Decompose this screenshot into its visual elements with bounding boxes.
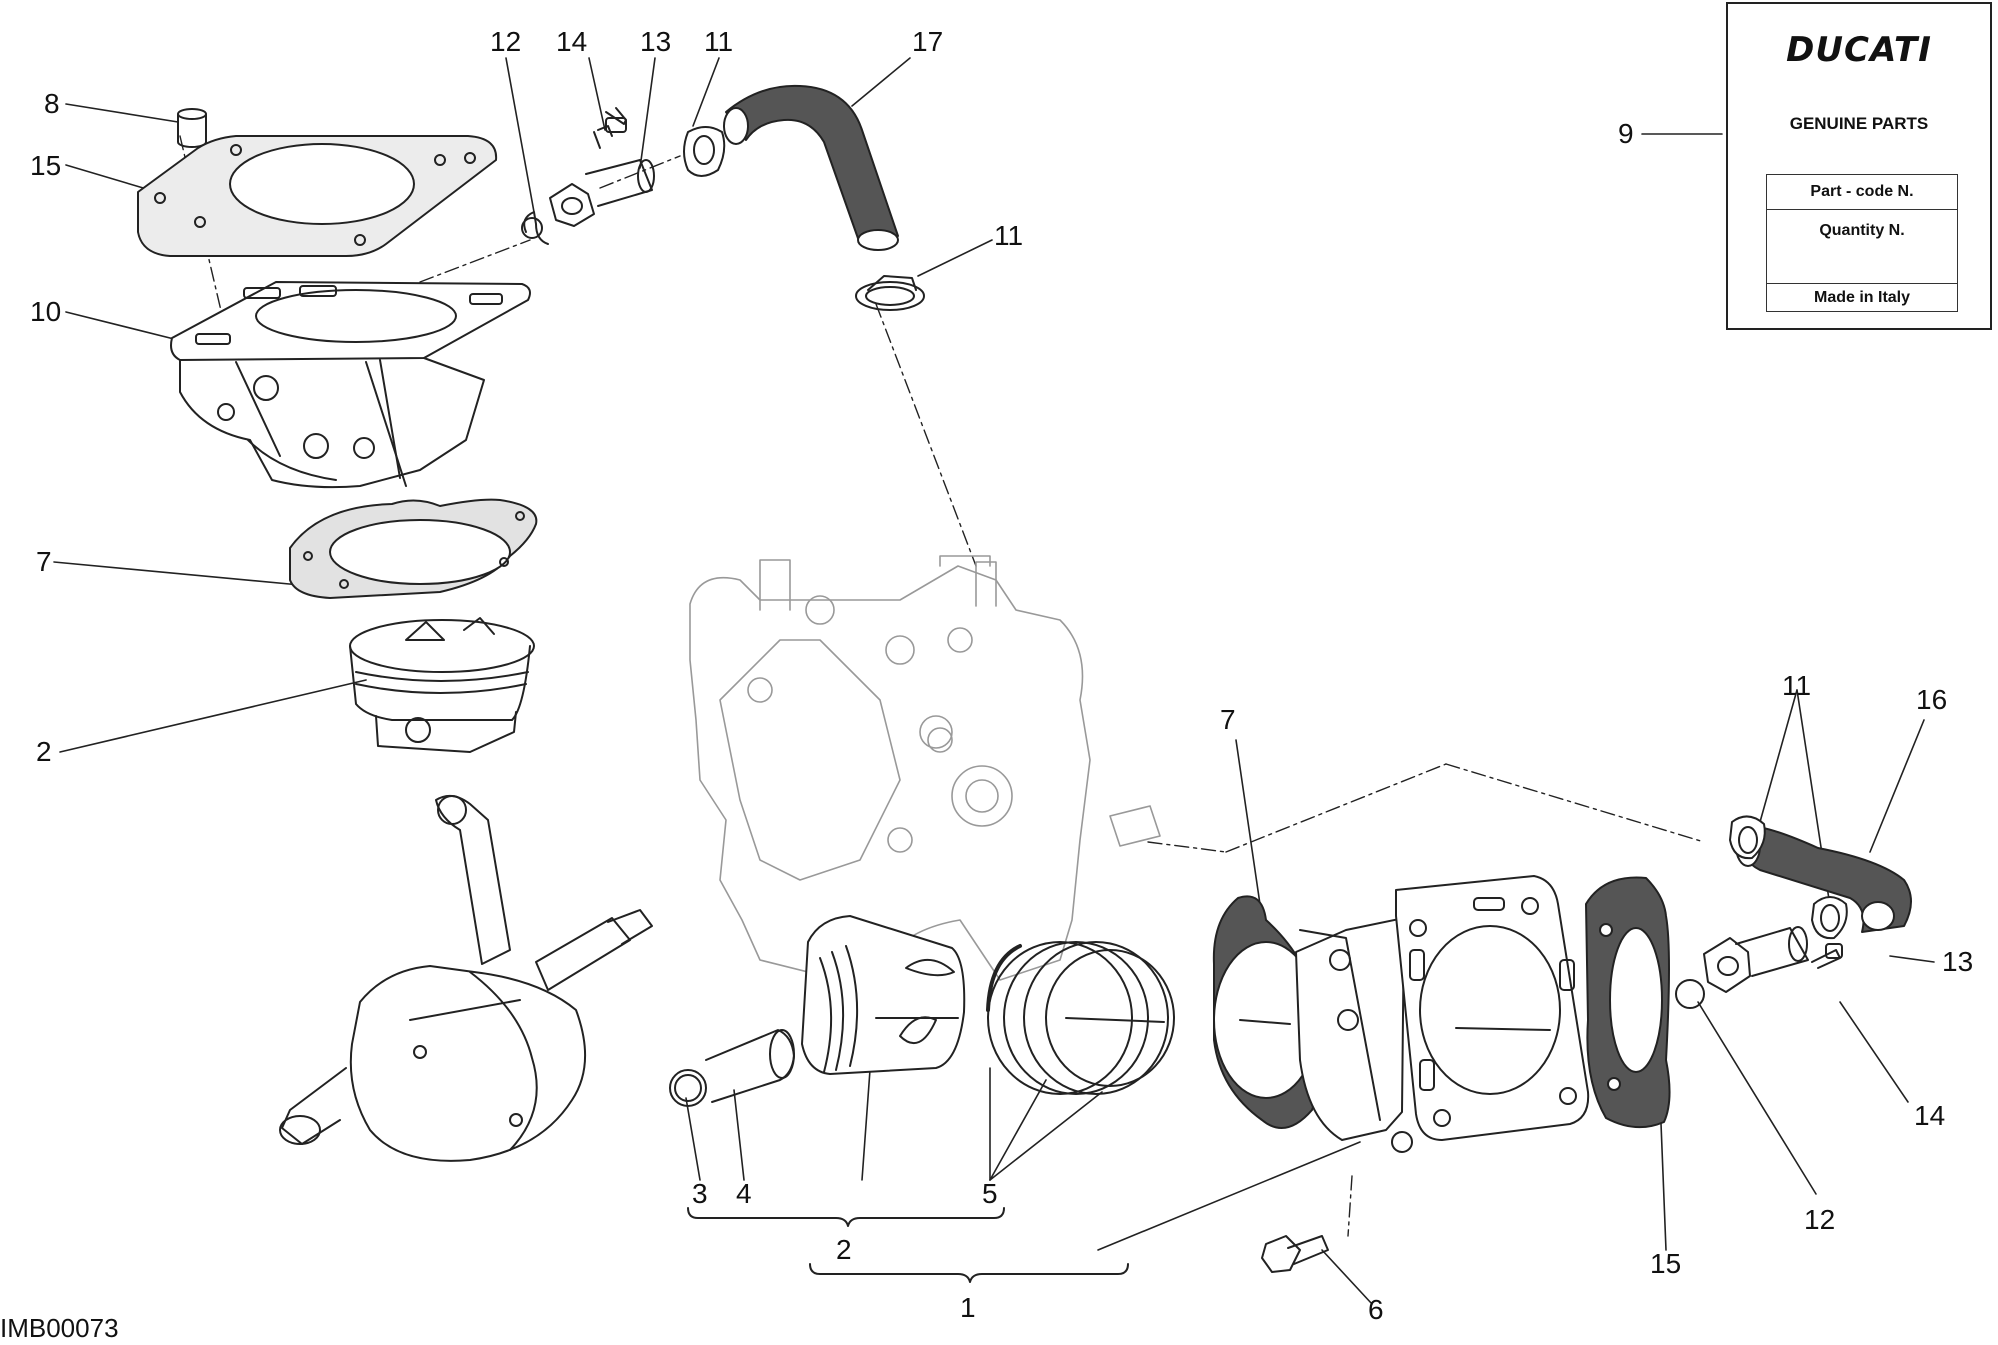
label-row-part-code: Part - code N. — [1767, 175, 1957, 210]
callout-7: 7 — [1220, 704, 1236, 735]
crankcase — [689, 555, 1161, 981]
label-table: Part - code N. Quantity N. Made in Italy — [1766, 174, 1958, 312]
head-gasket-top — [137, 135, 498, 257]
callout-5: 5 — [982, 1178, 998, 1209]
callout-17: 17 — [912, 26, 944, 57]
callout-15: 15 — [30, 150, 62, 181]
callout-13: 13 — [1942, 946, 1974, 977]
genuine-parts-label: DUCATI GENUINE PARTS Part - code N. Quan… — [1726, 2, 1992, 330]
callout-11: 11 — [1782, 670, 1812, 701]
label-title: GENUINE PARTS — [1789, 114, 1929, 133]
callout-6: 6 — [1368, 1294, 1384, 1325]
callout-2: 2 — [836, 1234, 852, 1265]
callout-12: 12 — [490, 26, 522, 57]
label-row-origin: Made in Italy — [1813, 289, 1911, 306]
dowel-sleeve — [177, 108, 207, 148]
cylinder-bottom — [1295, 875, 1590, 1153]
callout-1: 1 — [960, 1292, 976, 1323]
piston-top — [349, 617, 535, 753]
cylinder-bolt — [1261, 1235, 1329, 1273]
label-row-quantity: Quantity N. — [1767, 209, 1957, 284]
base-gasket-top — [289, 498, 538, 599]
crankshaft — [279, 794, 653, 1162]
piston-pin-set — [669, 915, 966, 1107]
head-gasket-bottom — [1585, 876, 1671, 1129]
callout-10: 10 — [30, 296, 62, 327]
group-brackets — [687, 1207, 1129, 1283]
cylinder-top — [170, 281, 531, 489]
water-hose-top — [723, 84, 899, 251]
hose-clamps-bottom — [1729, 815, 1848, 940]
brand-logo: DUCATI — [1786, 30, 1932, 70]
callout-11: 11 — [704, 26, 734, 57]
water-fitting-bottom — [1675, 926, 1843, 1009]
callout-16: 16 — [1916, 684, 1948, 715]
callout-2: 2 — [36, 736, 52, 767]
leader-lines — [53, 57, 1935, 1305]
base-gasket-bottom — [1212, 895, 1324, 1129]
callout-11: 11 — [994, 220, 1024, 251]
piston-rings — [986, 941, 1175, 1095]
callout-4: 4 — [736, 1178, 752, 1209]
callout-14: 14 — [1914, 1100, 1946, 1131]
assembly-axes — [179, 135, 1705, 1237]
hose-clamp-top — [855, 275, 925, 311]
callout-14: 14 — [556, 26, 588, 57]
drawing-reference-code: IMB00073 — [0, 1313, 119, 1343]
callout-3: 3 — [692, 1178, 708, 1209]
callout-7: 7 — [36, 546, 52, 577]
callout-15: 15 — [1650, 1248, 1682, 1279]
callout-13: 13 — [640, 26, 672, 57]
callout-9: 9 — [1618, 118, 1634, 149]
callout-12: 12 — [1804, 1204, 1836, 1235]
water-fitting-top — [521, 107, 726, 245]
callout-8: 8 — [44, 88, 60, 119]
